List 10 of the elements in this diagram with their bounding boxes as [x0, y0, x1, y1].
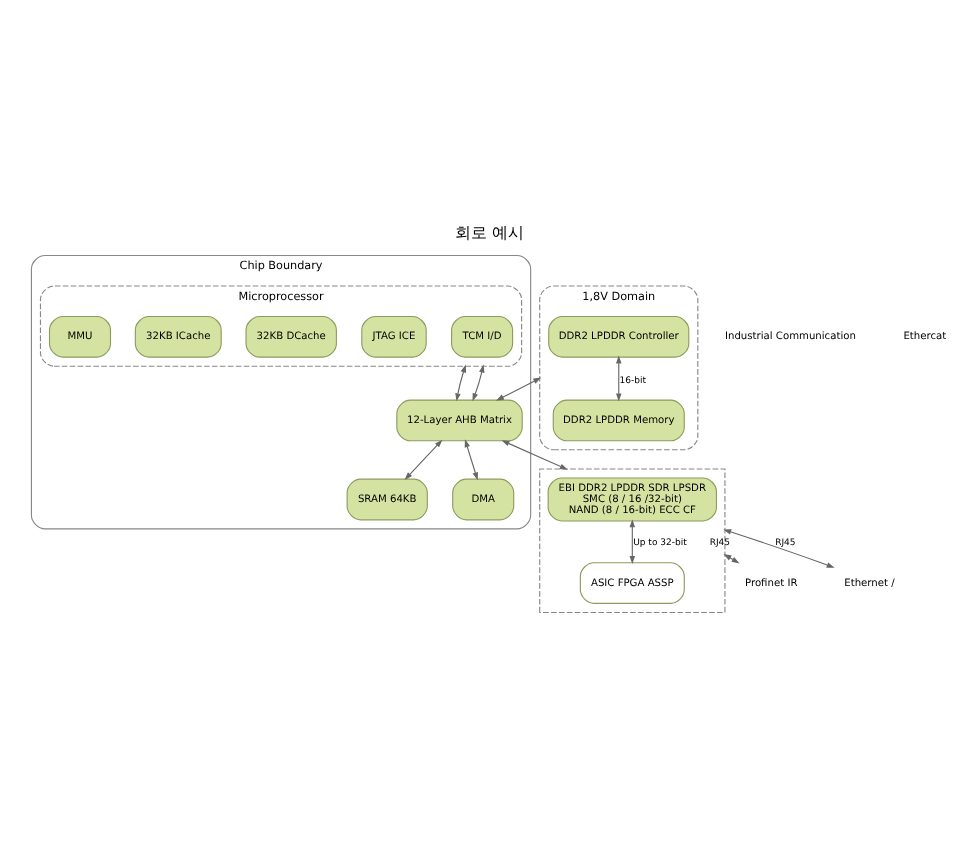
arrow — [501, 440, 568, 470]
arrow — [455, 364, 467, 402]
arrow — [472, 364, 485, 402]
arrow — [723, 529, 835, 568]
arrow — [629, 519, 636, 564]
arrow — [404, 439, 443, 480]
arrow — [464, 439, 478, 481]
arrow — [616, 355, 622, 402]
cluster — [539, 468, 726, 613]
arrow — [496, 377, 542, 401]
